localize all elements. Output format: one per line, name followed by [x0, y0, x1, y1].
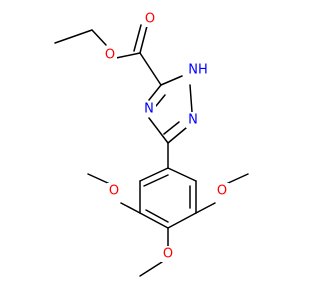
atom-label-triazole-nh: NH: [188, 63, 208, 78]
bond-ring-c3-c4: [139, 212, 169, 229]
bond-methoxy-left-ch3: [87, 173, 111, 185]
bond-carbonyl-c-o-2: [133, 24, 142, 52]
atom-label-ester-o-carbonyl: O: [145, 12, 155, 27]
atom-label-methoxy-o-bottom: O: [163, 247, 173, 262]
bond-methoxy-right-ch3: [225, 173, 249, 185]
bond-ethyl-ch3-ch2: [54, 29, 93, 44]
bond-ethyl-ch2-o: [91, 29, 107, 46]
bond-carbonyl-c-o-1: [139, 25, 148, 54]
bond-triazole-c3-n1: [160, 75, 183, 86]
bond-triazole-c5-n4: [148, 117, 169, 144]
bond-ring-methoxy-right: [195, 202, 216, 214]
bond-triazole-n2-c5-1: [167, 127, 187, 144]
bond-triazole-n4-c3-2: [155, 94, 166, 107]
bond-triazole-n2-c5-2: [163, 121, 180, 135]
bond-ester-c-triazole: [139, 52, 162, 86]
atom-label-ester-o-ether: O: [105, 48, 115, 63]
atom-label-methoxy-o-left: O: [109, 184, 119, 199]
bond-ring-c1-c2: [139, 167, 169, 182]
bond-ring-c1-c2-inner: [143, 174, 169, 187]
atom-label-triazole-n2: N: [188, 113, 198, 128]
bond-ring-c6-c1: [167, 167, 197, 182]
bond-triazole-n1-n2: [189, 84, 193, 113]
bond-ring-c4-c5: [167, 212, 197, 229]
bond-layer: [54, 24, 249, 277]
bond-ester-o-c: [115, 52, 141, 59]
bond-methoxy-bottom-ch3: [139, 261, 163, 277]
bond-triazole-n4-c3-1: [148, 84, 162, 101]
bond-ring-c3-c4-inner: [145, 209, 169, 223]
molecule-structure-diagram: O O NH N N O O O: [54, 11, 249, 277]
atom-label-methoxy-o-right: O: [217, 184, 227, 199]
atom-label-layer: O O NH N N O O O: [103, 11, 229, 262]
atom-label-triazole-n4: N: [144, 102, 154, 117]
bond-ring-methoxy-left: [120, 202, 141, 214]
